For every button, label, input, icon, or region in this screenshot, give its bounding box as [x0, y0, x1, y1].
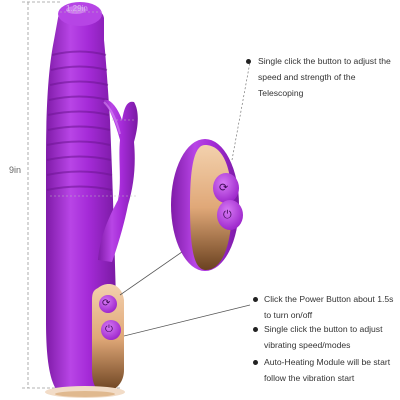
telescoping-note: Single click the button to adjust the sp… — [258, 56, 391, 98]
bullet-dot — [246, 59, 251, 64]
zoom-lens — [171, 139, 243, 271]
tip-width-label: 1.29in — [66, 4, 88, 13]
power-button-note: Click the Power Button about 1.5s to tur… — [264, 294, 394, 320]
heating-note: Auto-Heating Module will be start follow… — [264, 357, 391, 383]
vibration-mode-note: Single click the button to adjust vibrat… — [264, 324, 383, 350]
base — [45, 386, 125, 398]
top-note-leader — [231, 61, 251, 161]
shaft-ribs — [46, 50, 113, 191]
bullet-dot — [253, 360, 258, 365]
bullet-dot — [253, 297, 258, 302]
bullet-dot — [253, 327, 258, 332]
rabbit-arm — [50, 99, 138, 262]
zoom-mode-cycle-icon[interactable]: ⟳ — [219, 182, 229, 194]
mode-cycle-icon[interactable]: ⟳ — [102, 298, 111, 309]
callout-lines — [119, 244, 251, 337]
height-label: 9in — [9, 165, 22, 175]
zoom-power-icon[interactable]: ⏻ — [223, 209, 232, 221]
power-icon[interactable]: ⏻ — [105, 324, 113, 335]
handle-control-plate — [92, 284, 124, 392]
